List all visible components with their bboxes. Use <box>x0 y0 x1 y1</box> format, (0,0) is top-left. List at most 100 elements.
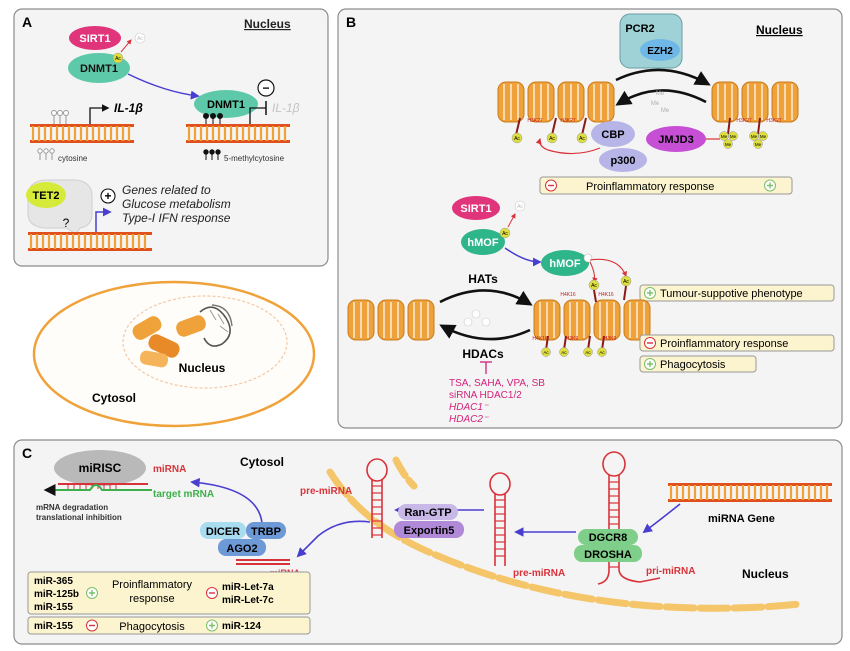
mirna-effect-table-row-2 <box>27 616 311 635</box>
me-marker-3 <box>723 139 733 149</box>
nucleosome-array-top-left <box>497 81 615 123</box>
acetyl-label: Ac <box>115 56 121 62</box>
transcription-arrow-c <box>642 503 681 534</box>
ac-label-3: Ac <box>579 136 585 142</box>
me-faded-2: Me <box>651 101 660 107</box>
cbp-label: CBP <box>601 129 624 141</box>
cytosine-legend: cytosine <box>58 154 88 163</box>
h4k-label-3: H4K16 <box>532 336 548 342</box>
hmof-deacetylation-arrow <box>507 213 516 228</box>
h3k27-tails-right <box>727 117 761 135</box>
cytosine-markers <box>51 110 69 124</box>
tumour-box <box>639 284 835 302</box>
ac-marker-1 <box>511 132 523 144</box>
exportin5-node <box>394 521 464 538</box>
trbp-node <box>246 522 286 539</box>
acetyl-faded-label: Ac <box>137 36 143 42</box>
dicer-processing-arrow <box>296 520 371 558</box>
faded-ac-mid-2 <box>463 317 473 327</box>
nuclear-envelope <box>122 295 288 389</box>
hmof-ac-label: Ac <box>502 231 508 237</box>
nucleosome-array-mid-left <box>347 299 435 341</box>
ac-label-2: Ac <box>549 136 555 142</box>
panel-c-cytosol-label: Cytosol <box>240 455 284 469</box>
mirisc-label: miRISC <box>79 461 122 475</box>
sirt1-b-label: SIRT1 <box>460 203 491 215</box>
inhibitor-line-2: siRNA HDAC1/2 <box>449 390 522 401</box>
dna-tet2-target <box>28 232 152 251</box>
nuclear-pore-segment <box>392 456 418 490</box>
dnmt1-recruit-arrow <box>127 73 200 100</box>
ran-gtp-label: Ran-GTP <box>404 507 451 519</box>
nucleosome-array-mid-right <box>533 299 651 341</box>
hmof-active-node <box>541 250 589 276</box>
dna-il1b-unmethylated <box>30 124 134 143</box>
panel-c-nucleus-label: Nucleus <box>742 567 789 581</box>
hmof-faded-marker <box>583 253 593 263</box>
genes-line-3: Type-I IFN response <box>122 211 231 225</box>
proinflammatory-box-2 <box>639 334 835 352</box>
proinflammatory-label-1: Proinflammatory response <box>586 181 714 193</box>
panel-b-frame <box>337 8 843 429</box>
plus-icon-1-cross <box>767 182 773 189</box>
hdacs-arrow <box>439 324 531 341</box>
proinflammatory-label-2: Proinflammatory response <box>660 338 788 350</box>
inhibitor-line-1: TSA, SAHA, VPA, SB <box>449 378 545 389</box>
plus-sign-icon <box>100 188 116 204</box>
mid-ac-3 <box>583 347 593 357</box>
row2-right-mirna: miR-124 <box>222 621 261 632</box>
degradation-line-1: mRNA degradation <box>36 503 108 512</box>
panel-c: C Cytosol Nucleus miRISC miRNA target mR… <box>13 439 843 645</box>
hats-label: HATs <box>468 272 498 286</box>
mirisc-node <box>54 450 146 486</box>
faded-ac-b <box>514 200 526 212</box>
panel-a-nucleus-label: Nucleus <box>244 17 291 31</box>
deacetylation-arrow <box>120 39 132 53</box>
mid-ac-1 <box>541 347 551 357</box>
panel-c-letter: C <box>22 445 32 461</box>
ac-marker-2 <box>546 132 558 144</box>
cbp-node <box>591 121 635 147</box>
h4k16-ac-2-label: Ac <box>623 279 629 285</box>
sirt1-node <box>69 26 121 50</box>
hmof-node <box>461 229 505 255</box>
plus-symbol: + <box>104 189 111 203</box>
me-label-3: Me <box>725 142 732 147</box>
me-faded-3: Me <box>661 108 670 114</box>
sirt1-b-node <box>452 196 500 220</box>
ago2-node <box>218 539 266 556</box>
ran-gtp-node <box>398 504 458 520</box>
dicer-node <box>200 522 246 539</box>
plus-icon-2-cross <box>647 290 653 296</box>
hmof-activation-arrow <box>504 247 542 267</box>
left-mirna-3: miR-155 <box>34 602 73 613</box>
pre-mirna-hairpin-1 <box>366 458 388 538</box>
dnmt1-bound-node <box>194 90 258 118</box>
ago2-label: AGO2 <box>226 543 257 555</box>
me-label-6: Me <box>755 142 762 147</box>
right-mirna-1: miR-Let-7a <box>222 582 274 593</box>
drosha-label: DROSHA <box>584 549 632 561</box>
pre-mirna-label-2: pre-miRNA <box>513 568 565 579</box>
sirt1-label: SIRT1 <box>79 33 110 45</box>
minus-symbol: − <box>262 81 269 95</box>
p300-label: p300 <box>610 155 635 167</box>
tet2-label: TET2 <box>33 190 60 202</box>
h3k27-label-2: H3K27 <box>560 118 576 124</box>
ac-marker-3 <box>576 132 588 144</box>
blocked-transcription <box>249 107 266 124</box>
h4k16-label-2: H4K16 <box>598 292 614 298</box>
me-marker-6 <box>753 139 763 149</box>
me-marker-2 <box>728 131 738 141</box>
left-mirna-2: miR-125b <box>34 589 79 600</box>
acetyl-marker <box>112 52 124 64</box>
left-mirna-1: miR-365 <box>34 576 73 587</box>
mid-ac-2-label: Ac <box>561 350 567 355</box>
panel-b-letter: B <box>346 14 356 30</box>
table-plus-icon-2-cross <box>209 622 215 629</box>
me-label-1: Me <box>721 134 728 139</box>
h3k27-label-1: H3K27 <box>527 118 543 124</box>
me-label-4: Me <box>751 134 758 139</box>
genes-line-1: Genes related to <box>122 183 211 197</box>
